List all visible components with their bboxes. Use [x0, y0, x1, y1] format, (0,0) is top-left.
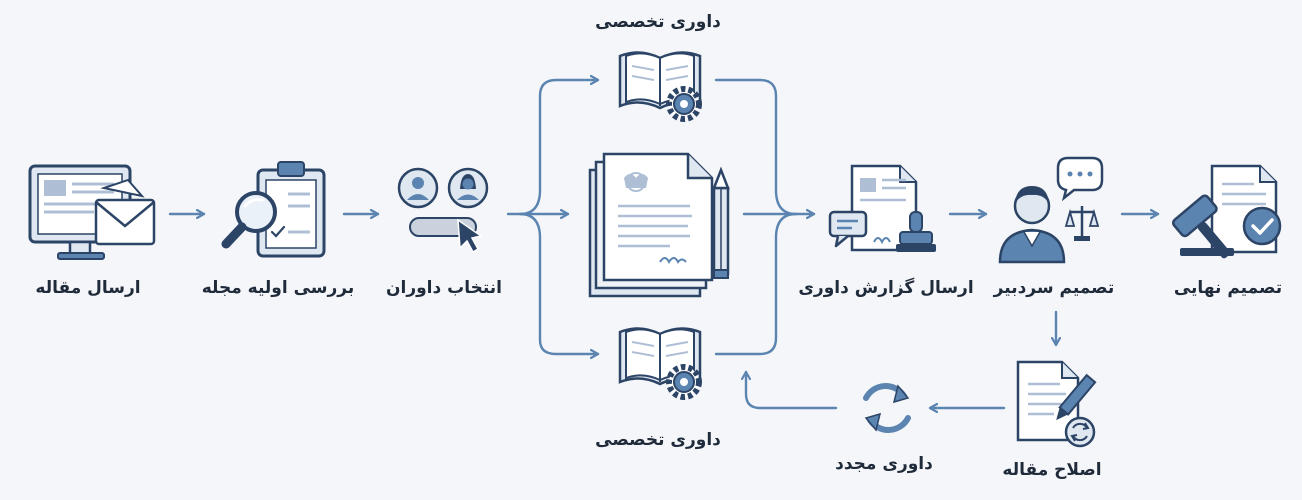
editor-scales-icon	[998, 156, 1104, 264]
label-expert-review-bottom: داوری تخصصی	[595, 430, 721, 450]
document-pen-refresh-icon	[1016, 360, 1097, 448]
label-editor-decision: تصمیم سردبیر	[993, 278, 1115, 298]
manuscript-stack-icon	[588, 152, 730, 298]
reviewers-select-icon	[397, 167, 489, 254]
arrow-branch-down	[518, 212, 600, 354]
gavel-check-icon	[1171, 164, 1282, 259]
label-final-decision: تصمیم نهایی	[1173, 278, 1283, 298]
label-initial-review: بررسی اولیه مجله	[201, 278, 355, 298]
label-send-report: ارسال گزارش داوری	[798, 278, 974, 298]
label-expert-review-top: داوری تخصصی	[595, 12, 721, 32]
refresh-cycle-icon	[863, 383, 911, 433]
arrow-rereview-to-bottom-review	[746, 370, 838, 410]
label-select-reviewers: انتخاب داوران	[385, 278, 503, 298]
monitor-envelope-icon	[28, 164, 156, 260]
report-document-icon	[828, 164, 936, 252]
arrow-top-review-merge	[714, 78, 798, 216]
label-submit-paper: ارسال مقاله	[35, 278, 141, 298]
arrow-branch-up	[518, 80, 600, 216]
label-re-review: داوری مجدد	[835, 454, 933, 474]
book-gear-icon-bottom	[618, 327, 702, 400]
label-revise-paper: اصلاح مقاله	[1002, 460, 1102, 480]
arrow-bottom-review-merge	[714, 212, 798, 356]
book-gear-icon-top	[618, 51, 702, 122]
clipboard-magnifier-icon	[221, 161, 326, 258]
